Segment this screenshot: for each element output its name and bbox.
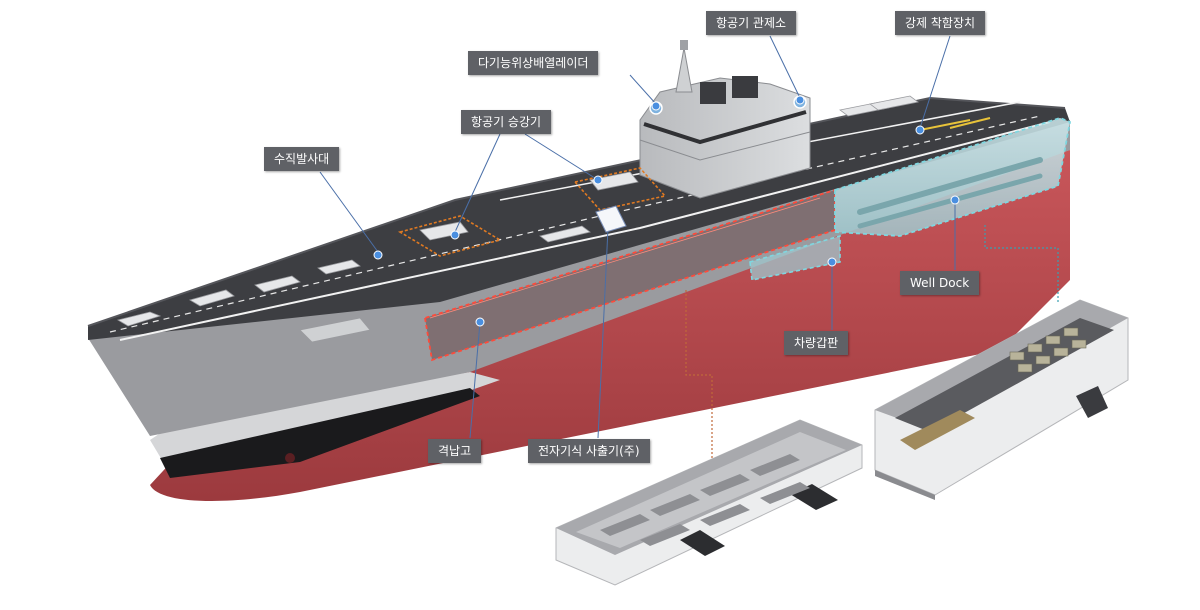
callout-aircraft-elevator: 항공기 승강기: [461, 110, 552, 134]
callout-vehicle-deck: 차량갑판: [784, 331, 849, 355]
welldock-detail-view: [874, 299, 1129, 500]
callout-well-dock: Well Dock: [900, 271, 980, 295]
callout-flight-control-tower: 항공기 관제소: [706, 11, 797, 35]
deck-aircraft: [116, 95, 919, 343]
elevator-outlines: [397, 167, 667, 257]
island: [639, 40, 811, 199]
hangar-cutaway: [423, 188, 836, 362]
callout-aesa-radar: 다기능위상배열레이더: [468, 51, 599, 75]
catapult-marker: [595, 205, 627, 233]
callout-hangar: 격납고: [428, 439, 482, 463]
leader-dots: [373, 95, 960, 327]
welldock-cutaway: [749, 117, 1072, 281]
hangar-detail-view: [555, 419, 863, 586]
callout-arresting-gear: 강제 착함장치: [895, 11, 986, 35]
detail-connectors: [685, 225, 1059, 458]
leader-lines: [319, 35, 956, 439]
callout-vertical-launch-system: 수직발사대: [264, 147, 340, 171]
callout-electromagnetic-catapult: 전자기식 사출기(주): [528, 439, 650, 463]
